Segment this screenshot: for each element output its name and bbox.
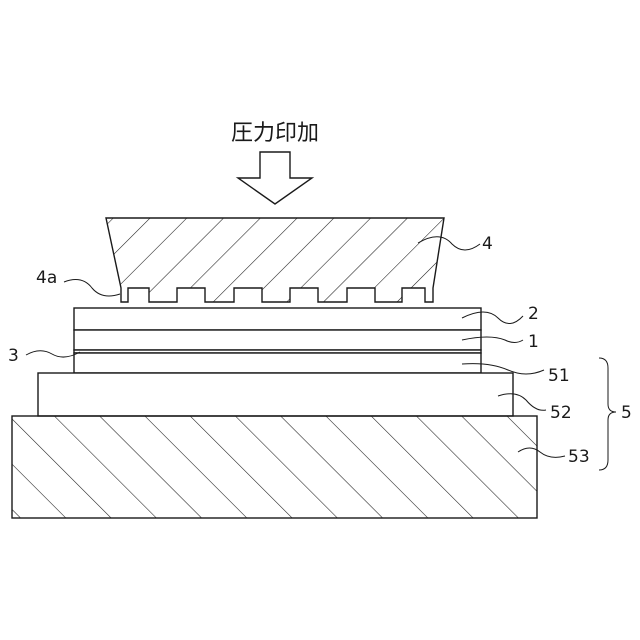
group-brace — [599, 358, 616, 470]
base-53 — [12, 416, 537, 518]
leader-4a — [64, 280, 120, 296]
label-layer-3: 3 — [8, 346, 19, 366]
label-layer-52: 52 — [550, 403, 572, 423]
label-layer-51: 51 — [548, 366, 570, 386]
label-stage-group: 5 — [621, 403, 632, 423]
label-layer-2: 2 — [528, 304, 539, 324]
layer-2 — [74, 308, 481, 330]
leader-3 — [26, 351, 80, 357]
pressure-arrow — [238, 152, 312, 204]
label-mold-pattern: 4a — [36, 268, 57, 288]
mold-body — [106, 218, 444, 302]
label-layer-1: 1 — [528, 332, 539, 352]
pressure-title: 圧力印加 — [231, 121, 319, 146]
label-mold: 4 — [482, 234, 493, 254]
layer-1 — [74, 330, 481, 350]
layer-51 — [74, 353, 481, 373]
layer-52 — [38, 373, 513, 416]
label-layer-53: 53 — [568, 447, 590, 467]
